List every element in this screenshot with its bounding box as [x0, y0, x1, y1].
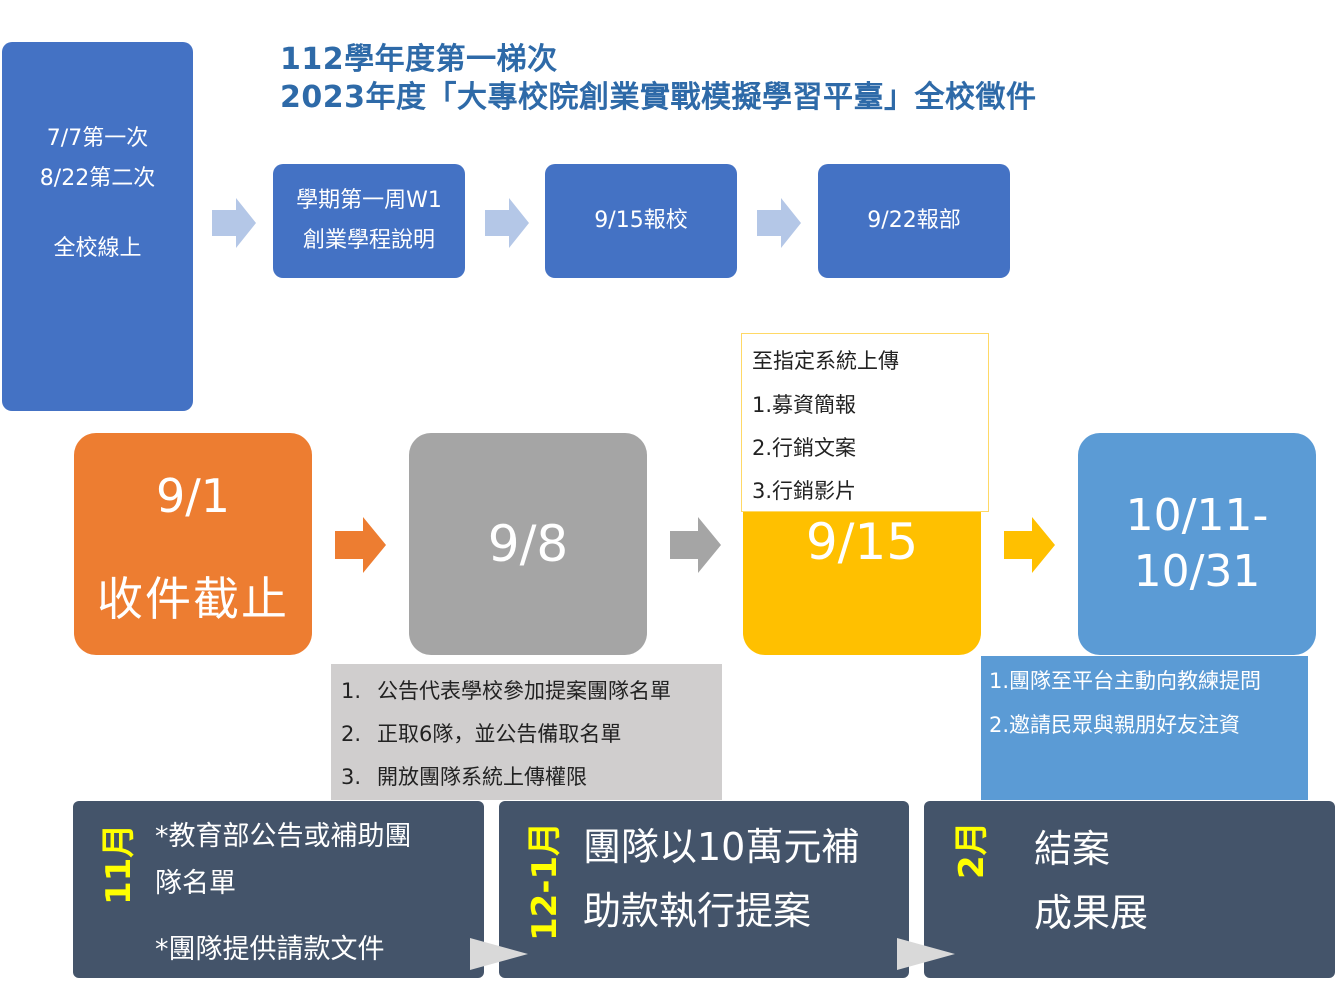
- panel-text: 助款執行提案: [583, 889, 812, 933]
- panel-text: 結案: [1034, 827, 1111, 871]
- note-number: 3.: [341, 765, 362, 789]
- note-number: 2.: [341, 722, 362, 746]
- panel-text: *團隊提供請款文件: [155, 934, 385, 965]
- milestone-deadline: 9/1 收件截止: [74, 433, 312, 655]
- panel-december-january: 12-1月 團隊以10萬元補 助款執行提案: [499, 801, 909, 978]
- online-briefing-box: 7/7第一次 8/22第二次 全校線上: [2, 42, 193, 411]
- milestone-date: 9/1: [155, 469, 231, 523]
- note-item: 公告代表學校參加提案團隊名單: [377, 679, 671, 703]
- page-subtitle: 2023年度「大專校院創業實戰模擬學習平臺」全校徵件: [280, 80, 1037, 115]
- step-semester-briefing: 學期第一周W1 創業學程說明: [273, 164, 465, 278]
- arrow-right-icon: [212, 198, 256, 248]
- milestone-announce: 9/8: [409, 433, 647, 655]
- panel-text: *教育部公告或補助團: [155, 821, 412, 852]
- milestone-label: 收件截止: [97, 572, 289, 626]
- step-report-school: 9/15報校: [545, 164, 737, 278]
- note-item: 正取6隊，並公告備取名單: [377, 722, 622, 746]
- triangle-connector-icon: [897, 938, 955, 970]
- milestone-date: 9/8: [487, 515, 569, 573]
- panel-february: 2月 結案 成果展: [924, 801, 1335, 978]
- note-item: 1.募資簡報: [752, 393, 857, 417]
- triangle-connector-icon: [470, 938, 528, 970]
- note-item: 2.行銷文案: [752, 436, 857, 460]
- briefing-date-1: 7/7第一次: [46, 126, 149, 151]
- panel-text: 成果展: [1034, 891, 1149, 935]
- page-title: 112學年度第一梯次: [280, 42, 558, 77]
- briefing-date-2: 8/22第二次: [39, 166, 156, 191]
- step-report-ministry: 9/22報部: [818, 164, 1010, 278]
- milestone-date: 10/11-: [1125, 490, 1269, 541]
- arrow-right-icon: [670, 517, 721, 573]
- panel-text: 團隊以10萬元補: [583, 825, 860, 869]
- arrow-right-icon: [757, 198, 801, 248]
- announce-note: 1. 公告代表學校參加提案團隊名單 2. 正取6隊，並公告備取名單 3. 開放團…: [331, 664, 722, 800]
- panel-text: 隊名單: [155, 868, 236, 899]
- month-label: 11月: [99, 823, 139, 905]
- note-item: 1.團隊至平台主動向教練提問: [989, 669, 1262, 693]
- arrow-right-icon: [485, 198, 529, 248]
- note-number: 1.: [341, 679, 362, 703]
- arrow-right-icon: [1004, 517, 1055, 573]
- milestone-date: 9/15: [805, 513, 919, 571]
- step-label: 9/22報部: [867, 208, 961, 233]
- platform-note: 1.團隊至平台主動向教練提問 2.邀請民眾與親朋好友注資: [981, 656, 1308, 800]
- month-label: 12-1月: [525, 821, 565, 941]
- milestone-date-end: 10/31: [1133, 546, 1261, 597]
- month-label: 2月: [952, 821, 992, 879]
- arrow-right-icon: [335, 517, 386, 573]
- step-label: 創業學程說明: [302, 228, 435, 253]
- step-label: 學期第一周W1: [296, 188, 442, 213]
- note-item: 開放團隊系統上傳權限: [377, 765, 587, 789]
- briefing-mode: 全校線上: [53, 236, 142, 261]
- note-item: 2.邀請民眾與親朋好友注資: [989, 713, 1241, 737]
- note-header: 至指定系統上傳: [752, 349, 899, 373]
- upload-note: 至指定系統上傳 1.募資簡報 2.行銷文案 3.行銷影片: [741, 333, 989, 512]
- note-item: 3.行銷影片: [752, 479, 857, 503]
- milestone-platform: 10/11- 10/31: [1078, 433, 1316, 655]
- step-label: 9/15報校: [594, 208, 688, 233]
- panel-november: 11月 *教育部公告或補助團 隊名單 *團隊提供請款文件: [73, 801, 484, 978]
